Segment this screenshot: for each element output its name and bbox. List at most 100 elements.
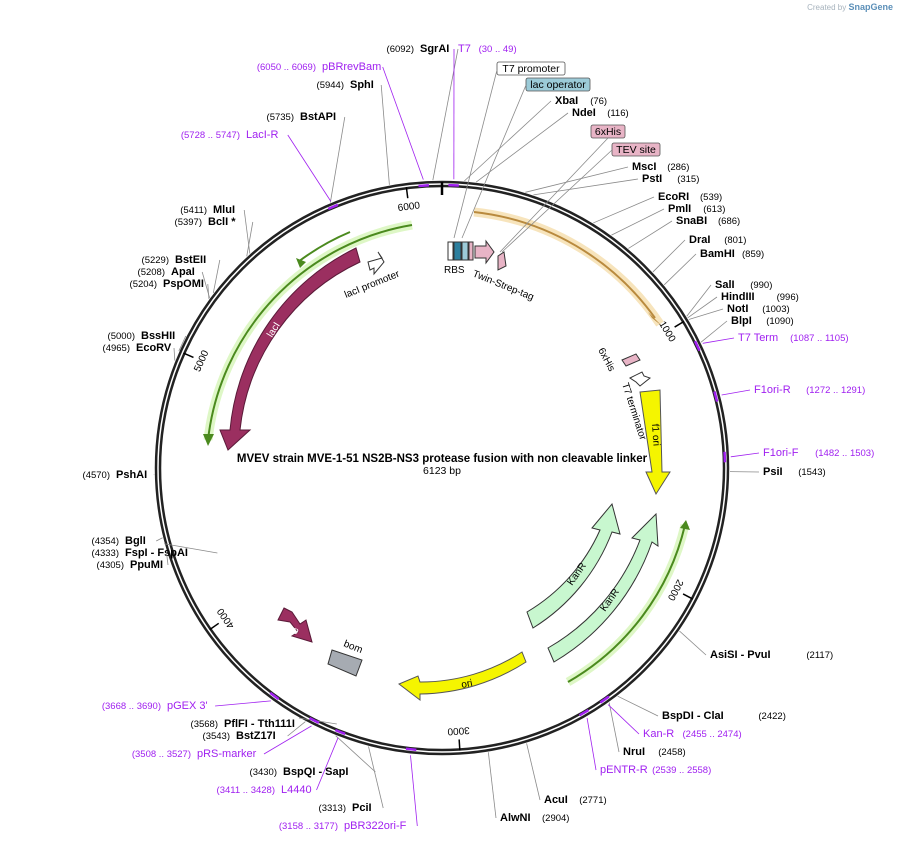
enzyme-pshai[interactable]: PshAI(4570) (83, 469, 155, 481)
site-name: BamHI (700, 248, 735, 260)
primer-prs_marker[interactable]: pRS-marker(3508 .. 3527) (132, 716, 320, 760)
enzyme-ppumi[interactable]: PpuMI(4305) (97, 551, 169, 571)
enzyme-psti[interactable]: PstI(315) (533, 173, 699, 196)
feature-kanr-strand-arc[interactable] (565, 520, 690, 686)
enzyme-bsteii[interactable]: BstEII(5229) (142, 254, 221, 294)
ruler-tick-label: 4000 (215, 605, 237, 630)
site-name: SgrAI (420, 43, 449, 55)
enzyme-ndei[interactable]: NdeI(116) (475, 107, 629, 183)
leader-line (380, 84, 390, 185)
tev-site-box[interactable]: TEV site (611, 142, 661, 157)
enzyme-psii[interactable]: PsiI(1543) (729, 466, 826, 478)
enzyme-alwni[interactable]: AlwNI(2904) (487, 752, 569, 824)
enzyme-acui[interactable]: AcuI(2771) (526, 743, 607, 806)
t7-promoter-box[interactable]: T7 promoter (496, 61, 566, 76)
t7-terminator-arrow[interactable] (629, 371, 652, 387)
enzyme-ecorv[interactable]: EcoRV(4965) (103, 342, 176, 361)
primer-binding-mark (334, 728, 346, 736)
kanr-arrow-1[interactable] (526, 502, 621, 629)
enzyme-msci[interactable]: MscI(286) (525, 161, 689, 193)
twin-strep-arrow[interactable] (474, 239, 495, 265)
enzyme-blpi[interactable]: BlpI(1090) (700, 315, 794, 343)
kanr-arrow-2[interactable] (547, 512, 659, 663)
site-position: (1090) (766, 316, 793, 327)
site-name: PpuMI (130, 559, 163, 571)
sixhis-box[interactable]: 6xHis (590, 124, 626, 139)
primer-binding-mark (599, 695, 610, 704)
site-position: (539) (700, 192, 722, 203)
site-position: (4354) (92, 536, 119, 547)
rop-arrow[interactable] (277, 607, 313, 643)
leader-line (166, 551, 169, 566)
enzyme-bgli[interactable]: BglI(4354) (92, 535, 163, 547)
site-position: (4965) (103, 343, 130, 354)
feature-mvev-arc[interactable] (473, 207, 664, 327)
primer-t7term[interactable]: T7 Term(1087 .. 1105) (693, 332, 849, 352)
enzyme-fspi[interactable]: FspI - FspAI(4333) (92, 543, 218, 559)
primer-pentr_r[interactable]: pENTR-R(2539 .. 2558) (578, 709, 712, 776)
site-position: (2117) (806, 650, 833, 661)
enzyme-bcli[interactable]: BclI *(5397) (175, 216, 254, 257)
primer-f1ori_f[interactable]: F1ori-F(1482 .. 1503) (723, 447, 875, 463)
laci-arrow[interactable] (219, 247, 361, 451)
f1ori-arrow[interactable] (639, 389, 671, 496)
feature-laci-strand-arc[interactable] (203, 220, 413, 446)
enzyme-nrui[interactable]: NruI(2458) (608, 702, 686, 758)
site-position: (5208) (138, 267, 165, 278)
his-tag-arrow[interactable] (621, 353, 641, 367)
site-name: AsiSI - PvuI (710, 649, 771, 661)
enzyme-sphi[interactable]: SphI(5944) (317, 79, 390, 185)
site-name: ApaI (171, 266, 195, 278)
site-position: (996) (777, 292, 799, 303)
enzyme-bamhi[interactable]: BamHI(859) (663, 248, 764, 286)
enzyme-hindiii[interactable]: HindIII(996) (687, 291, 799, 319)
primer-f1ori_r[interactable]: F1ori-R(1272 .. 1291) (713, 384, 865, 402)
primer-pgex3[interactable]: pGEX 3'(3668 .. 3690) (102, 691, 280, 712)
enzyme-bspdi[interactable]: BspDI - ClaI(2422) (617, 695, 786, 722)
enzyme-sali[interactable]: SalI(990) (686, 279, 773, 317)
enzyme-drai[interactable]: DraI(801) (652, 234, 746, 273)
ori-label: ori (460, 678, 473, 691)
enzyme-bstz17i[interactable]: BstZ17I(3543) (203, 721, 306, 742)
site-position: (3508 .. 3527) (132, 749, 191, 760)
primer-pbr322ori_f[interactable]: pBR322ori-F(3158 .. 3177) (279, 747, 418, 832)
enzyme-pspomi[interactable]: PspOMI(5204) (130, 278, 210, 299)
enzyme-pcii[interactable]: PciI(3313) (319, 746, 384, 814)
primer-l4440[interactable]: L4440(3411 .. 3428) (217, 728, 346, 796)
site-name: T7 (458, 43, 471, 55)
primer-kan_r[interactable]: Kan-R(2455 .. 2474) (599, 695, 742, 740)
leader-line (207, 283, 210, 299)
enzyme-noti[interactable]: NotI(1003) (688, 303, 790, 320)
site-labels: SgrAI(6092)SphI(5944)BstAPI(5735) MluI(54… (83, 43, 875, 832)
bom-feature[interactable] (327, 649, 363, 677)
enzyme-ecori[interactable]: EcoRI(539) (593, 191, 722, 224)
lac-operator-box[interactable]: lac operator (525, 77, 591, 92)
enzyme-asisi[interactable]: AsiSI - PvuI (2117) (679, 630, 833, 661)
laci-promoter-arrow[interactable] (367, 251, 385, 276)
enzyme-pmli[interactable]: PmlI(613) (611, 203, 725, 236)
ori-arrow[interactable] (398, 651, 527, 702)
leader-line (617, 695, 659, 717)
primer-laci_r[interactable]: LacI-R(5728 .. 5747) (181, 129, 339, 211)
site-name: PstI (642, 173, 662, 185)
primer-t7[interactable]: T7(30 .. 49) (448, 43, 517, 187)
enzyme-mlui[interactable]: MluI(5411) (180, 204, 251, 254)
enzyme-sgrai[interactable]: SgrAI(6092) (387, 43, 459, 181)
leader-line (688, 308, 724, 320)
enzyme-bsshii[interactable]: BssHII(5000) (108, 330, 187, 352)
primer-binding-mark (713, 391, 719, 402)
enzyme-bstapi[interactable]: BstAPI(5735) (267, 111, 346, 203)
tev-arrow[interactable] (497, 251, 507, 271)
svg-text:lac operator: lac operator (530, 79, 586, 91)
site-name: PspOMI (163, 278, 204, 290)
enzyme-bspqi[interactable]: BspQI - SapI(3430) (250, 735, 376, 778)
site-name: NdeI (572, 107, 596, 119)
site-name: pBRrevBam (322, 61, 381, 73)
site-position: (76) (590, 96, 607, 107)
enzyme-snabi[interactable]: SnaBI(686) (628, 215, 740, 249)
enzyme-xbai[interactable]: XbaI(76) (464, 95, 607, 182)
site-position: (3411 .. 3428) (217, 785, 275, 796)
site-name: AlwNI (500, 812, 531, 824)
primer-pbrrevbam[interactable]: pBRrevBam(6050 .. 6069) (257, 61, 430, 188)
rbs-feature[interactable] (447, 241, 474, 261)
